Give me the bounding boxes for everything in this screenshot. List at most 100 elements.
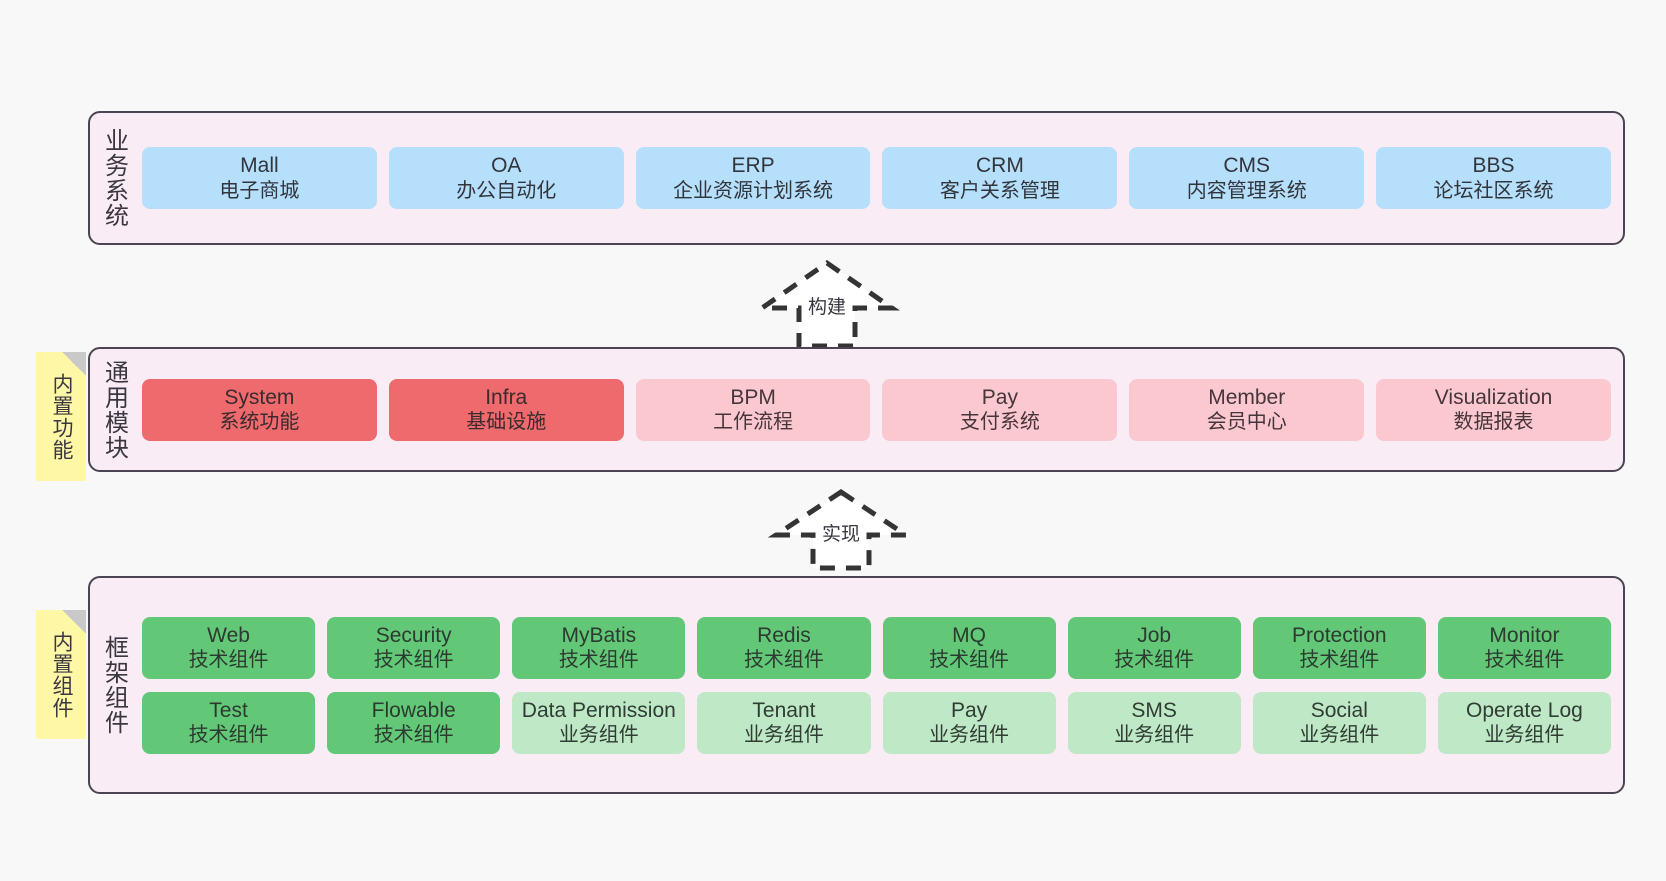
card-subtitle: 企业资源计划系统 <box>673 179 834 202</box>
card-title: Flowable <box>371 698 456 722</box>
card-subtitle: 业务组件 <box>1484 724 1565 747</box>
card-subtitle: 论坛社区系统 <box>1433 179 1554 202</box>
card-web[interactable]: Web 技术组件 <box>142 616 316 679</box>
card-job[interactable]: Job 技术组件 <box>1067 616 1241 679</box>
card-member[interactable]: Member 会员中心 <box>1129 378 1365 441</box>
card-title: CMS <box>1223 154 1271 177</box>
card-subtitle: 会员中心 <box>1206 411 1287 434</box>
card-social[interactable]: Social 业务组件 <box>1252 691 1426 754</box>
layer-label-business-systems: 业务系统 <box>100 128 128 228</box>
card-title: Job <box>1137 623 1172 647</box>
card-subtitle: 技术组件 <box>373 724 454 747</box>
note-label: 内置功能 <box>49 372 73 461</box>
card-title: Social <box>1310 698 1368 722</box>
card-crm[interactable]: CRM 客户关系管理 <box>882 147 1118 209</box>
card-security[interactable]: Security 技术组件 <box>327 616 501 679</box>
card-title: OA <box>491 154 522 177</box>
card-title: SMS <box>1131 698 1177 722</box>
card-row: Mall 电子商城 OA 办公自动化 ERP 企业资源计划系统 CRM 客户关系… <box>142 147 1611 209</box>
card-title: Redis <box>757 623 811 647</box>
layer-body-common-modules: System 系统功能 Infra 基础设施 BPM 工作流程 Pay 支付系统… <box>136 349 1623 470</box>
card-mall[interactable]: Mall 电子商城 <box>142 147 377 209</box>
card-oa[interactable]: OA 办公自动化 <box>388 147 624 209</box>
layer-body-business-systems: Mall 电子商城 OA 办公自动化 ERP 企业资源计划系统 CRM 客户关系… <box>136 113 1623 243</box>
connector-implement: 实现 <box>767 487 915 571</box>
note-fold-corner-icon <box>62 610 86 634</box>
card-subtitle: 工作流程 <box>713 411 794 434</box>
card-title: Pay <box>981 385 1018 409</box>
card-title: Test <box>209 698 248 722</box>
card-title: ERP <box>731 154 775 177</box>
card-subtitle: 技术组件 <box>743 649 824 672</box>
card-mybatis[interactable]: MyBatis 技术组件 <box>512 616 686 679</box>
card-system[interactable]: System 系统功能 <box>142 378 377 441</box>
layer-label-common-modules: 通用模块 <box>100 359 128 460</box>
card-subtitle: 业务组件 <box>929 724 1010 747</box>
card-title: BPM <box>730 385 776 409</box>
card-data-permission[interactable]: Data Permission 业务组件 <box>512 691 686 754</box>
card-sms[interactable]: SMS 业务组件 <box>1067 691 1241 754</box>
card-bpm[interactable]: BPM 工作流程 <box>635 378 871 441</box>
sticky-note-builtin-components: 内置组件 <box>36 610 86 739</box>
card-pay-module[interactable]: Pay 支付系统 <box>882 378 1118 441</box>
card-subtitle: 基础设施 <box>466 411 547 434</box>
card-title: Web <box>207 623 250 647</box>
card-subtitle: 技术组件 <box>188 649 269 672</box>
card-title: CRM <box>975 154 1024 177</box>
connector-label: 实现 <box>821 524 861 545</box>
card-subtitle: 业务组件 <box>558 724 639 747</box>
card-subtitle: 系统功能 <box>219 411 300 434</box>
card-subtitle: 技术组件 <box>929 649 1010 672</box>
card-title: Infra <box>485 385 528 409</box>
card-subtitle: 技术组件 <box>373 649 454 672</box>
layer-business-systems: 业务系统 Mall 电子商城 OA 办公自动化 ERP 企业资源计划系统 CRM… <box>88 111 1625 245</box>
card-row: System 系统功能 Infra 基础设施 BPM 工作流程 Pay 支付系统… <box>142 378 1611 441</box>
card-pay-component[interactable]: Pay 业务组件 <box>882 691 1056 754</box>
dashed-hollow-arrow-up-icon <box>767 489 915 571</box>
layer-label-framework-components: 框架组件 <box>100 635 128 735</box>
card-monitor[interactable]: Monitor 技术组件 <box>1437 616 1611 679</box>
card-flowable[interactable]: Flowable 技术组件 <box>327 691 501 754</box>
connector-label: 构建 <box>807 297 847 318</box>
card-title: BBS <box>1472 154 1515 177</box>
card-subtitle: 办公自动化 <box>456 179 557 202</box>
card-title: Protection <box>1292 623 1387 647</box>
card-redis[interactable]: Redis 技术组件 <box>697 616 871 679</box>
card-title: Visualization <box>1434 385 1553 409</box>
card-subtitle: 技术组件 <box>188 724 269 747</box>
card-operate-log[interactable]: Operate Log 业务组件 <box>1437 691 1611 754</box>
card-title: MyBatis <box>561 623 637 647</box>
card-subtitle: 技术组件 <box>1114 649 1195 672</box>
card-title: Member <box>1208 385 1286 409</box>
card-cms[interactable]: CMS 内容管理系统 <box>1129 147 1365 209</box>
card-title: Monitor <box>1489 623 1560 647</box>
note-fold-corner-icon <box>62 352 86 376</box>
card-row: Test 技术组件 Flowable 技术组件 Data Permission … <box>142 691 1611 754</box>
card-subtitle: 内容管理系统 <box>1186 179 1307 202</box>
card-test[interactable]: Test 技术组件 <box>142 691 316 754</box>
layer-framework-components: 框架组件 Web 技术组件 Security 技术组件 MyBatis 技术组件… <box>88 576 1625 794</box>
card-visualization[interactable]: Visualization 数据报表 <box>1376 378 1611 441</box>
layer-body-framework-components: Web 技术组件 Security 技术组件 MyBatis 技术组件 Redi… <box>136 578 1623 792</box>
card-subtitle: 技术组件 <box>1299 649 1380 672</box>
card-erp[interactable]: ERP 企业资源计划系统 <box>635 147 871 209</box>
card-subtitle: 支付系统 <box>959 411 1040 434</box>
card-mq[interactable]: MQ 技术组件 <box>882 616 1056 679</box>
card-subtitle: 电子商城 <box>219 179 300 202</box>
card-subtitle: 业务组件 <box>743 724 824 747</box>
card-tenant[interactable]: Tenant 业务组件 <box>697 691 871 754</box>
card-protection[interactable]: Protection 技术组件 <box>1252 616 1426 679</box>
card-title: Security <box>375 623 452 647</box>
sticky-note-builtin-features: 内置功能 <box>36 352 86 481</box>
note-label: 内置组件 <box>49 630 73 719</box>
card-bbs[interactable]: BBS 论坛社区系统 <box>1376 147 1611 209</box>
connector-build: 构建 <box>753 258 901 349</box>
card-title: Mall <box>240 154 279 177</box>
card-subtitle: 业务组件 <box>1299 724 1380 747</box>
card-infra[interactable]: Infra 基础设施 <box>388 378 624 441</box>
card-title: Tenant <box>752 698 816 722</box>
card-subtitle: 技术组件 <box>1484 649 1565 672</box>
card-title: MQ <box>952 623 986 647</box>
card-row: Web 技术组件 Security 技术组件 MyBatis 技术组件 Redi… <box>142 616 1611 679</box>
